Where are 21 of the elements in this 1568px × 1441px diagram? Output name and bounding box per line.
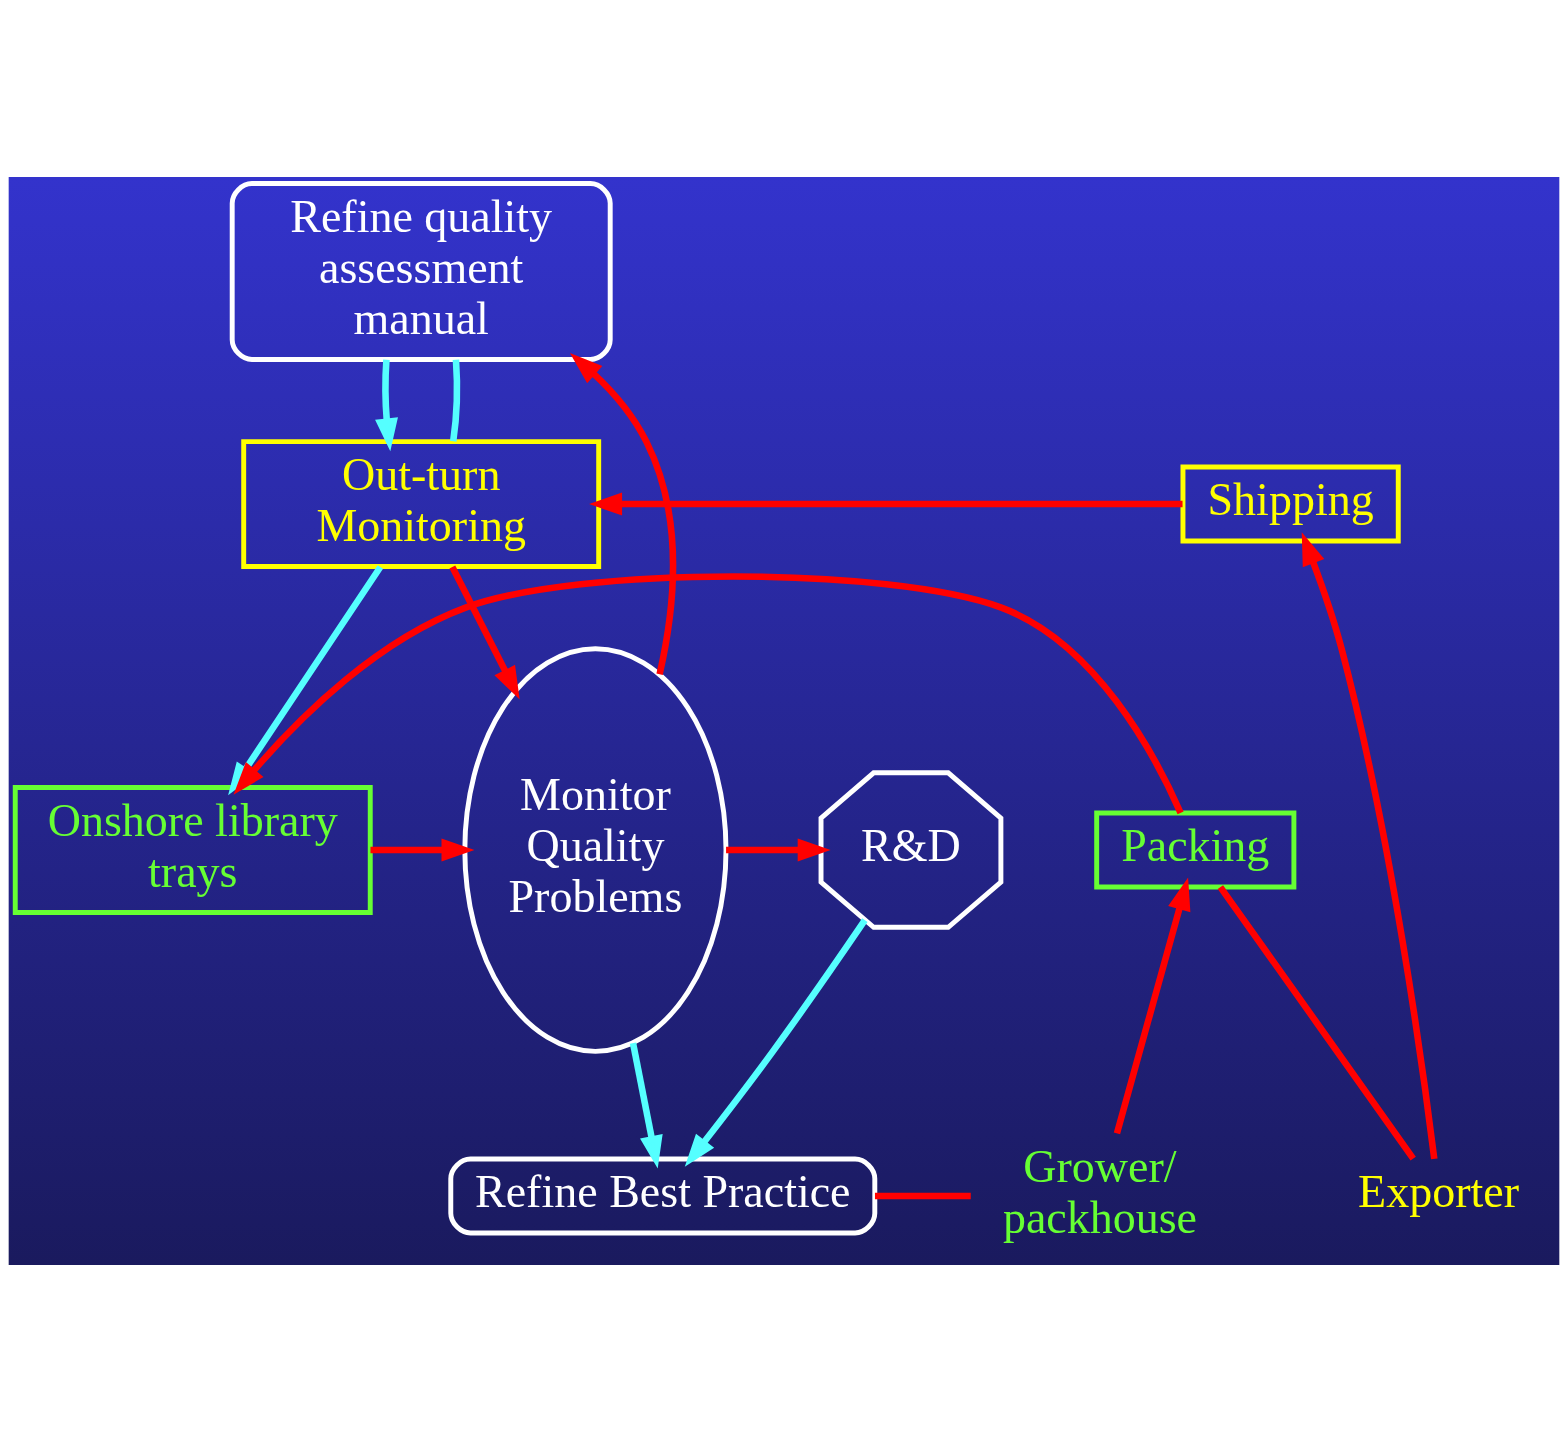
node-text: Exporter [1358,1165,1519,1217]
connector [1217,884,1416,1161]
arrow [1113,876,1191,1134]
node-box: Refine quality assessment manual [229,180,613,362]
arrow [629,1041,663,1168]
arrow [233,572,1184,814]
arrow [370,837,475,862]
node-text: Grower/ packhouse [1002,1140,1198,1243]
arrow [589,492,1183,516]
arrow [1301,531,1438,1159]
arrow [569,352,677,675]
arrow [684,917,868,1167]
arrow [449,565,520,699]
node-box: Shipping [1180,464,1401,543]
node-ellipse: Monitor Quality Problems [462,645,729,1054]
node-box: Onshore library trays [12,784,373,915]
arrow [375,359,398,451]
node-box: Refine Best Practice [448,1156,878,1235]
node-box: Packing [1094,810,1297,889]
node-box: Out-turn Monitoring [241,438,602,569]
connector [449,359,461,442]
